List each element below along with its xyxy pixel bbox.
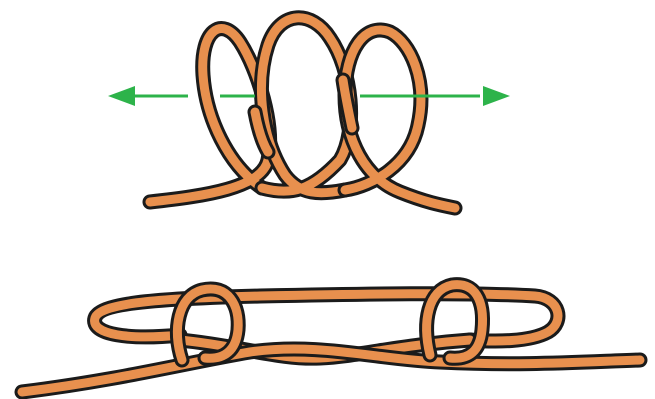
arrow-right-icon xyxy=(360,86,510,106)
three-loop-figure xyxy=(108,18,510,208)
finished-knot-figure xyxy=(22,285,640,392)
arrow-left-icon xyxy=(108,86,255,106)
right-loop xyxy=(345,30,455,208)
standing-part-outline xyxy=(22,349,640,392)
